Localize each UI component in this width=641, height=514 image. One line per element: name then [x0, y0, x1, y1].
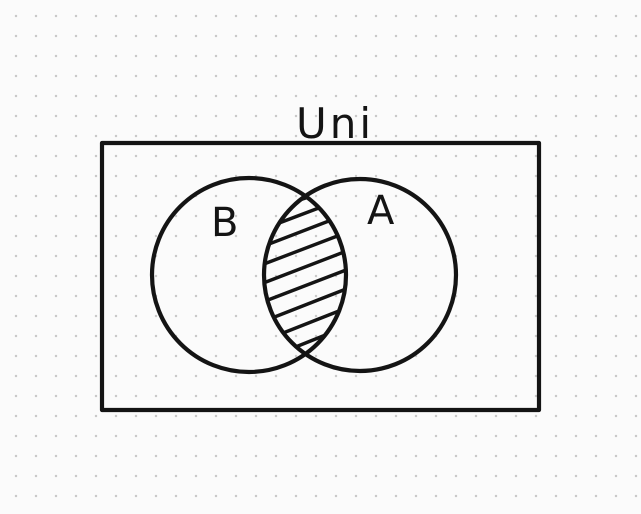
set-a-label: A	[367, 188, 395, 234]
set-b-circle	[149, 175, 349, 375]
universe-label: Uni	[296, 99, 374, 148]
universe-rectangle	[99, 140, 542, 413]
set-b-label: B	[211, 200, 238, 246]
set-a-circle	[261, 176, 459, 374]
intersection-shading	[264, 194, 346, 352]
